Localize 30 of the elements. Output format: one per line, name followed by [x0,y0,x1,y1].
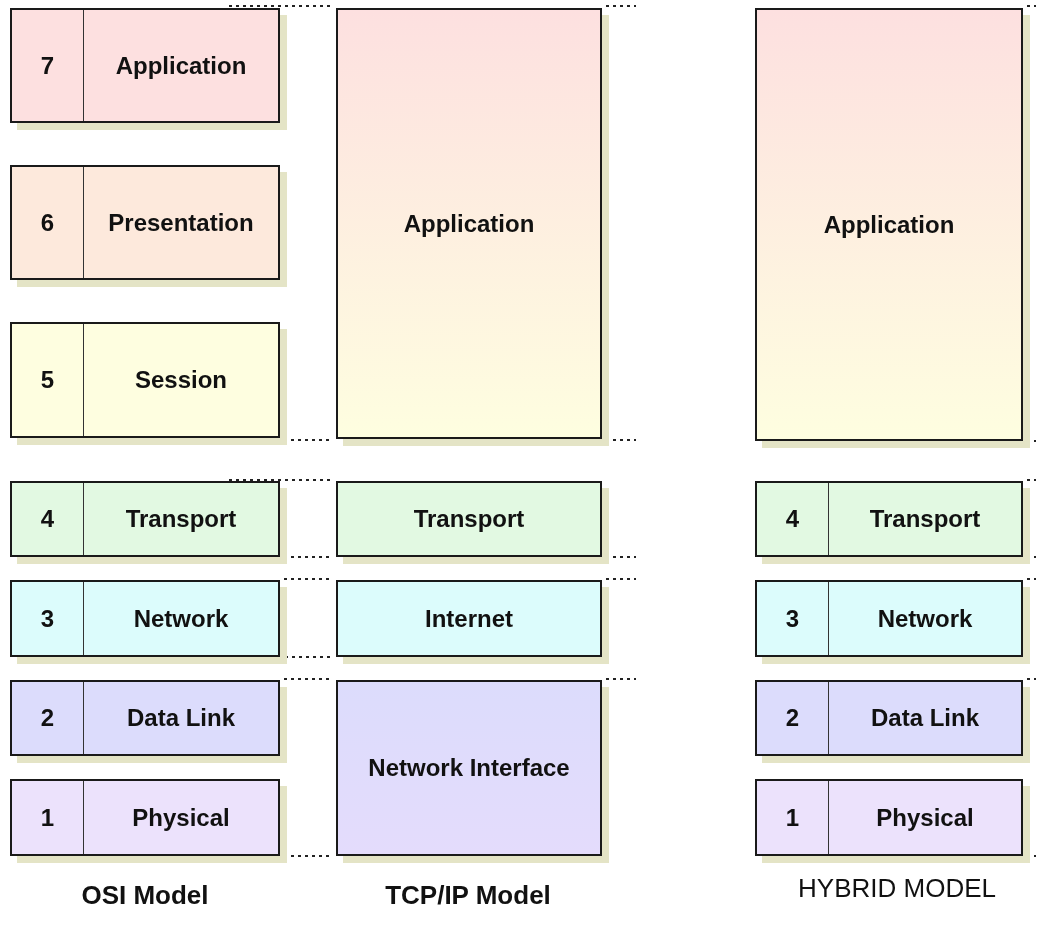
layer-name: Data Link [126,704,236,732]
layer-name: Application [822,210,956,239]
layer-number: 2 [12,682,84,754]
layer-number: 4 [12,483,84,555]
layer-name: Physical [875,803,975,832]
layer-number: 3 [12,582,84,655]
layer-name: Transport [124,505,238,533]
layer-number: 2 [757,682,829,754]
layer-number: 6 [12,167,84,278]
layer-name: Network [876,604,974,633]
layer-name: Presentation [107,208,255,237]
layer-number: 7 [12,10,84,121]
layer-number: 1 [12,781,84,854]
layer-name: Transport [412,505,526,533]
layer-name: Session [133,366,228,394]
layer-name: Internet [424,604,514,633]
layer-name: Application [402,209,536,238]
model-caption: TCP/IP Model [385,880,551,911]
layer-name: Data Link [870,704,980,732]
layer-number: 1 [757,781,829,854]
layer-name: Application [114,51,248,80]
layer-number: 5 [12,324,84,436]
layer-number: 3 [757,582,829,655]
layer-number: 4 [757,483,829,555]
model-caption: OSI Model [81,880,209,911]
model-caption: HYBRID MODEL [798,873,996,904]
layer-name: Network [132,604,230,633]
layer-name: Network Interface [367,754,571,782]
layer-name: Transport [868,505,982,533]
layer-name: Physical [131,803,231,832]
